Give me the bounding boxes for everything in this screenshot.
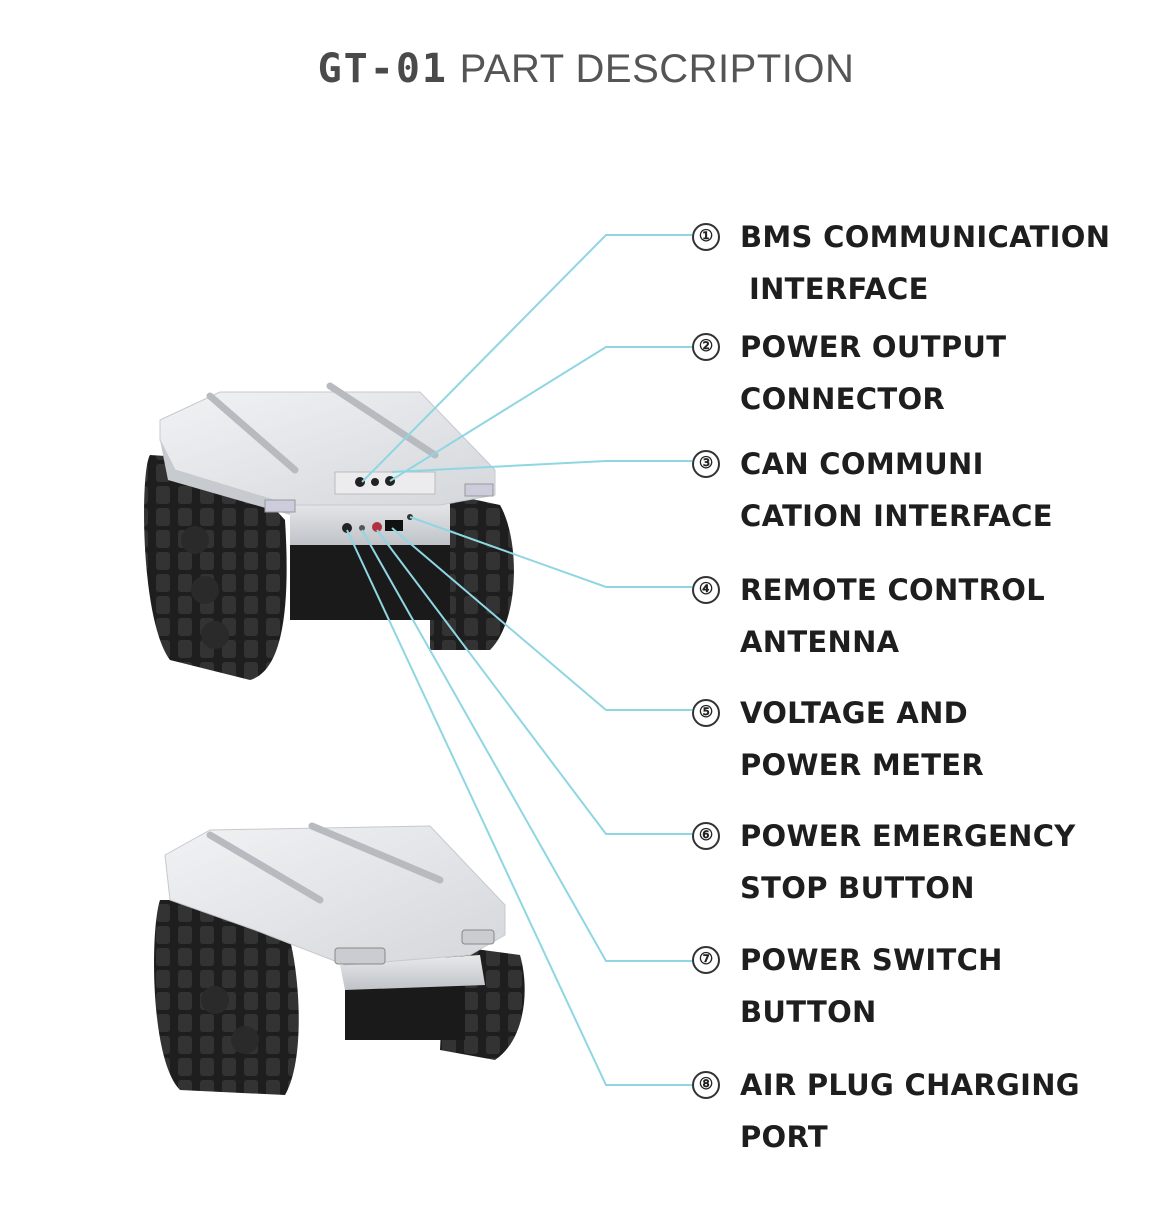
leader-line-6 xyxy=(376,529,692,835)
part-8-label: AIR PLUG CHARGING xyxy=(740,1068,1080,1102)
title-text: PART DESCRIPTION xyxy=(459,47,855,91)
leader-lines xyxy=(346,234,692,1086)
part-number-5: ⑤ xyxy=(692,699,720,727)
part-number-2: ② xyxy=(692,333,720,361)
part-number-1: ① xyxy=(692,223,720,251)
leader-line-8 xyxy=(346,529,692,1086)
leader-line-3 xyxy=(391,460,692,473)
part-6-label: POWER EMERGENCY xyxy=(740,819,1076,853)
part-4-label: REMOTE CONTROL xyxy=(740,573,1045,607)
part-3-label-cont: CATION INTERFACE xyxy=(740,499,1053,533)
part-1-label-cont: INTERFACE xyxy=(749,272,929,306)
part-8-label-cont: PORT xyxy=(740,1120,828,1154)
page-title: GT-01 PART DESCRIPTION xyxy=(0,46,1172,92)
part-number-3: ③ xyxy=(692,450,720,478)
part-7-label: POWER SWITCH xyxy=(740,943,1003,977)
part-number-6: ⑥ xyxy=(692,822,720,850)
part-2-label: POWER OUTPUT xyxy=(740,330,1007,364)
robot-rear-view xyxy=(154,822,525,1095)
leader-line-1 xyxy=(361,234,692,483)
part-number-4: ④ xyxy=(692,576,720,604)
part-6-label-cont: STOP BUTTON xyxy=(740,871,975,905)
part-2-label-cont: CONNECTOR xyxy=(740,382,946,416)
leader-line-5 xyxy=(391,527,692,711)
part-4-label-cont: ANTENNA xyxy=(740,625,900,659)
part-3-label: CAN COMMUNI xyxy=(740,447,984,481)
leader-line-7 xyxy=(361,529,692,962)
leader-line-4 xyxy=(409,516,692,588)
part-number-7: ⑦ xyxy=(692,946,720,974)
robot-front-view xyxy=(144,382,514,680)
leader-line-2 xyxy=(389,346,692,482)
part-1-label: BMS COMMUNICATION xyxy=(740,220,1111,254)
part-number-8: ⑧ xyxy=(692,1071,720,1099)
part-5-label-cont: POWER METER xyxy=(740,748,985,782)
part-7-label-cont: BUTTON xyxy=(740,995,877,1029)
model-name: GT-01 xyxy=(317,46,449,92)
part-5-label: VOLTAGE AND xyxy=(740,696,969,730)
